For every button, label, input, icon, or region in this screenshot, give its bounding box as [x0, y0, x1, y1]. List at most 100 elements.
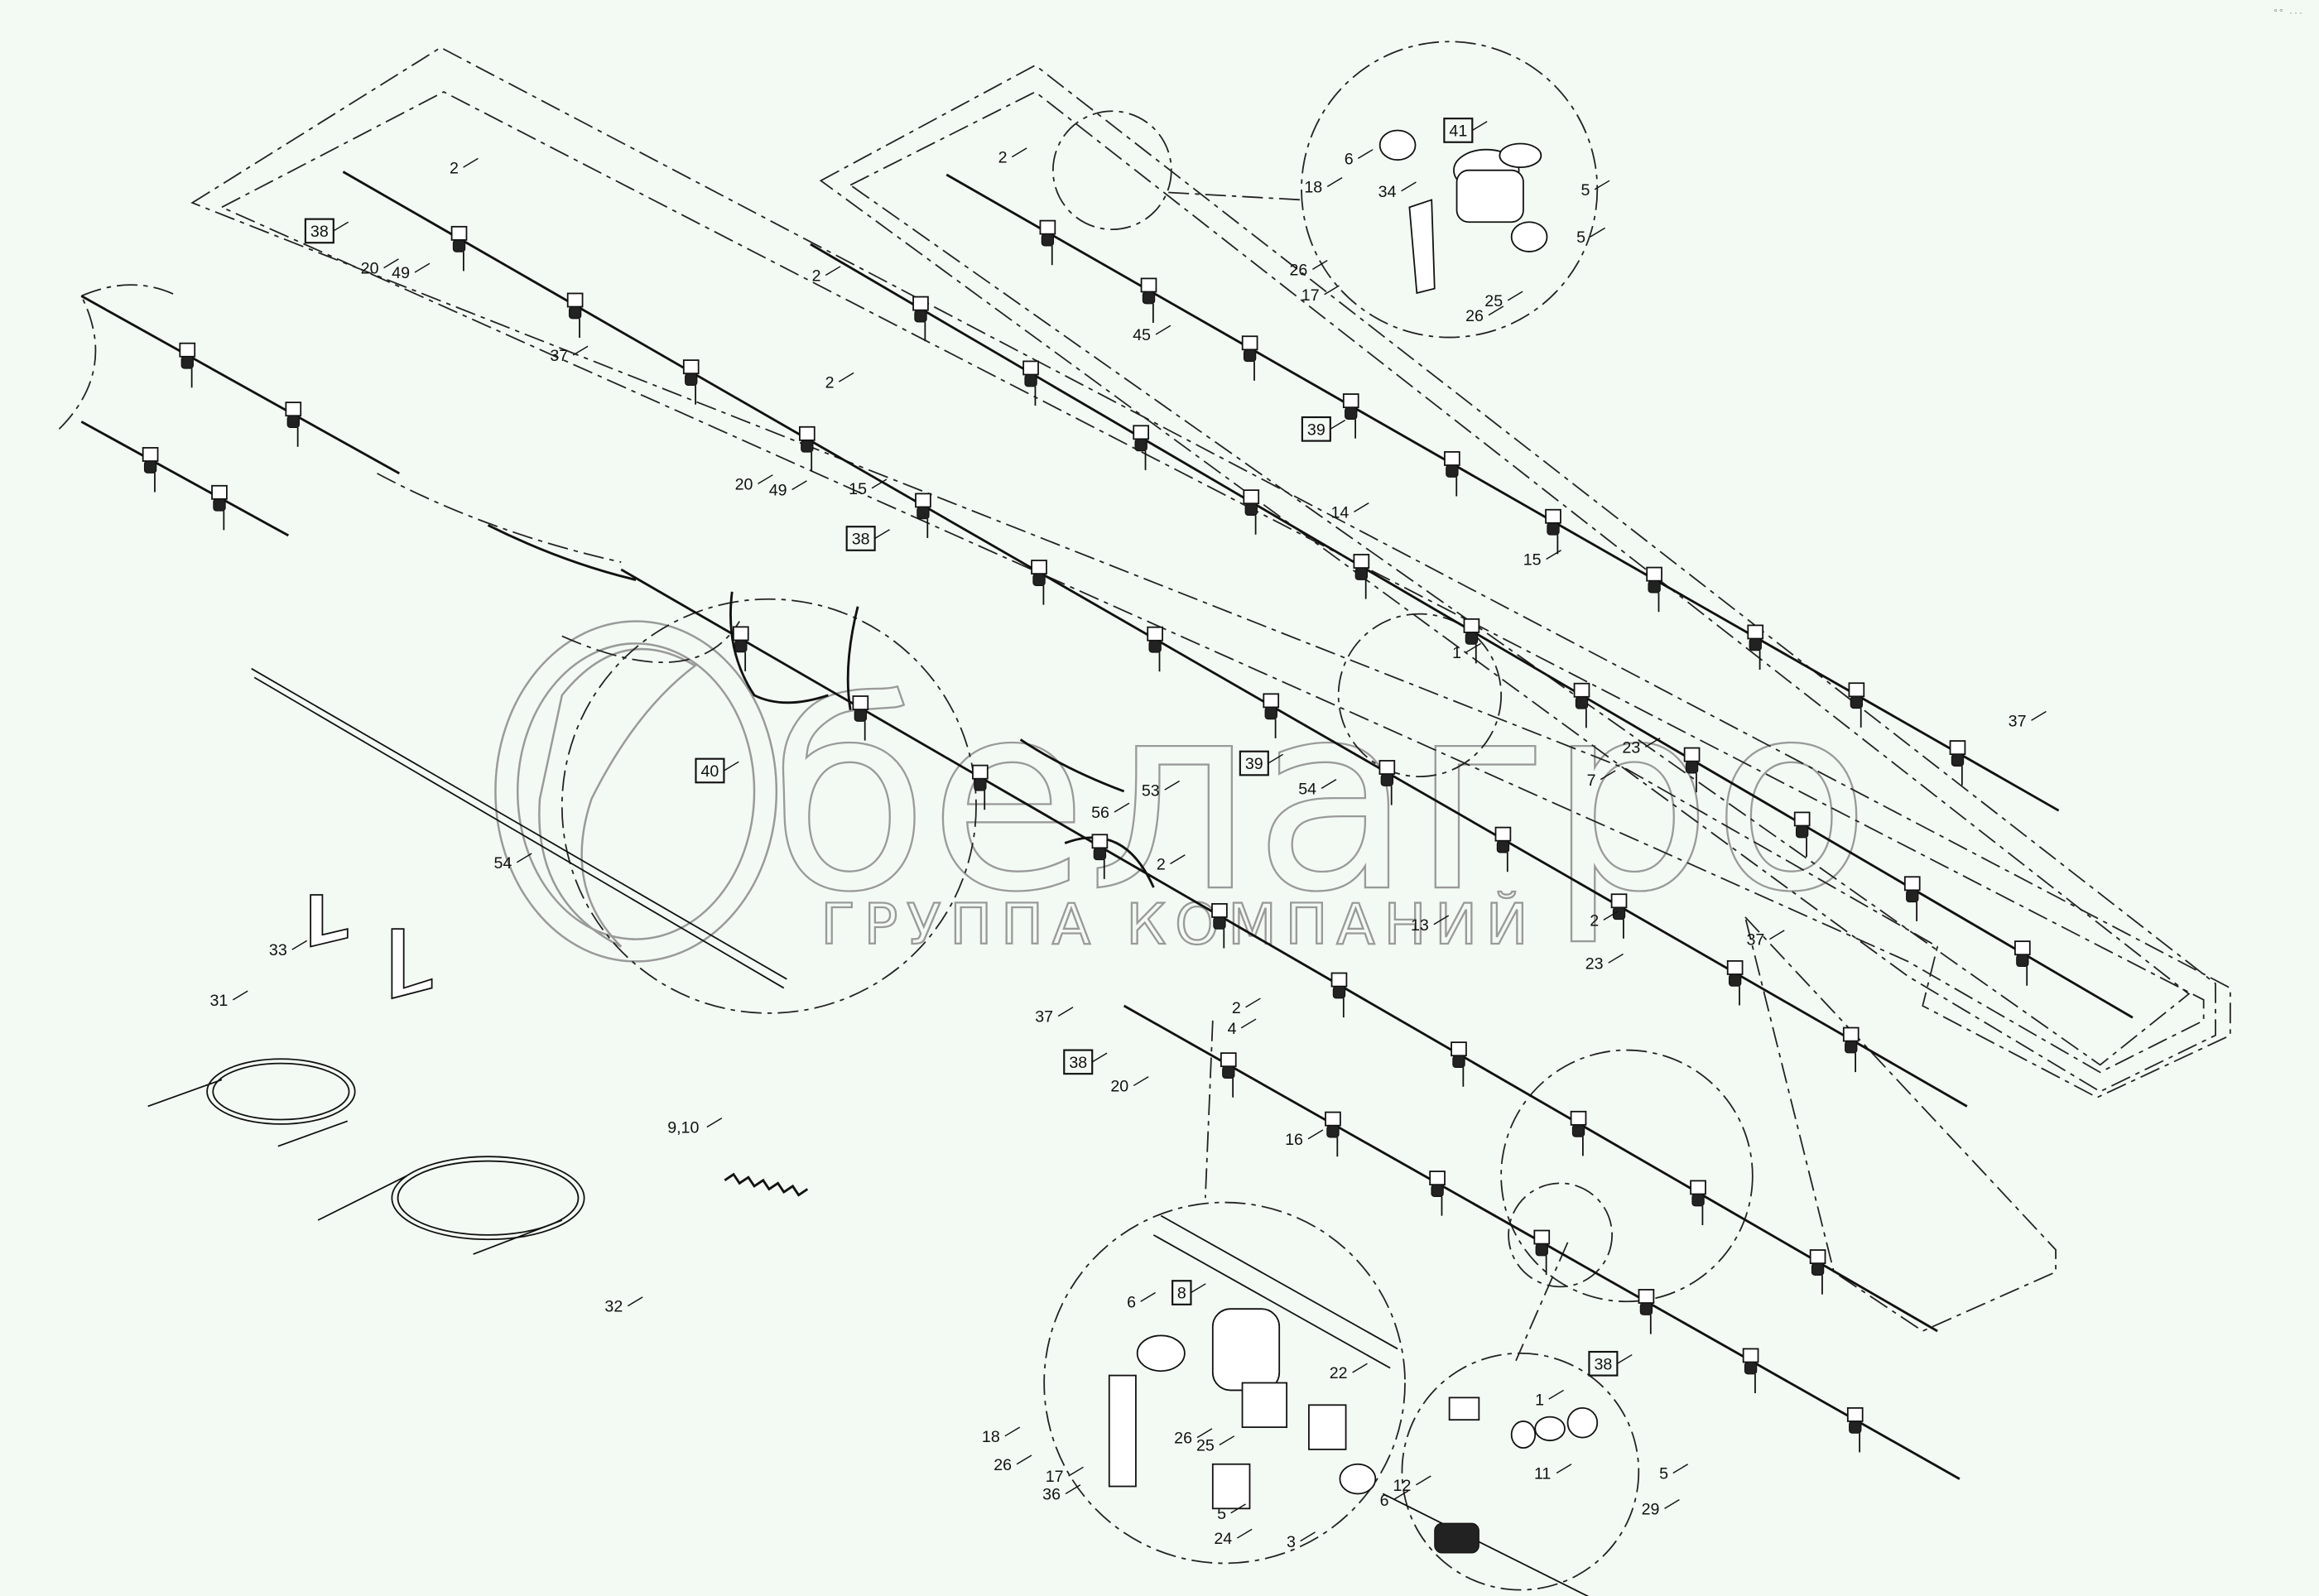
callout: 26: [994, 1454, 1032, 1474]
leader-line: [1590, 227, 1606, 238]
leader-line: [1240, 1018, 1257, 1029]
leader-line: [1644, 738, 1661, 748]
leader-line: [1140, 1291, 1156, 1302]
callout: 1: [1452, 642, 1481, 662]
nozzle-detail: [1434, 1396, 1599, 1554]
leader-line: [1330, 419, 1346, 430]
nozzle-body: [1342, 393, 1359, 439]
nozzle-body: [852, 695, 869, 741]
callout-number: 2: [450, 159, 459, 177]
callout: 37: [2009, 710, 2047, 730]
bracket-33b: [391, 928, 433, 1000]
nozzle-body: [1638, 1289, 1655, 1334]
callout-number: 18: [1304, 178, 1322, 196]
leader-line: [1465, 642, 1481, 653]
leader-line: [1004, 1426, 1021, 1437]
leader-line: [1196, 1428, 1213, 1439]
callout-number: 36: [1042, 1486, 1061, 1504]
leader-line: [791, 480, 807, 491]
callout: 5: [1659, 1464, 1689, 1483]
callout-number: 26: [1289, 262, 1307, 280]
callout-number: 6: [1345, 151, 1354, 169]
callout-number: 23: [1622, 739, 1640, 757]
leader-line: [1488, 305, 1504, 316]
leader-line: [1393, 1490, 1409, 1501]
callout: 20: [1110, 1076, 1149, 1096]
callout-box: 38: [1063, 1049, 1108, 1075]
callout-number: 5: [1659, 1465, 1668, 1483]
callout-number: 29: [1642, 1500, 1660, 1518]
valve-41: [1378, 129, 1548, 295]
hose-coil-31: [147, 1058, 356, 1147]
callout: 37: [1746, 930, 1785, 949]
callout-box: 40: [695, 757, 739, 784]
callout-number: 6: [1380, 1492, 1389, 1510]
callout-number: 22: [1330, 1364, 1348, 1382]
watermark-subtitle: ГРУППА КОМПАНИЙ: [820, 892, 1537, 958]
callout: 2: [1590, 911, 1619, 930]
nozzle-body: [1747, 624, 1764, 670]
callout-number: 39: [1307, 421, 1325, 439]
leader-line: [1352, 1363, 1368, 1373]
callout-frame: [1443, 118, 1474, 143]
callout-number: 2: [1590, 912, 1599, 930]
callout: 18: [982, 1426, 1021, 1446]
callout: 23: [1585, 953, 1624, 973]
leader-line: [1091, 1052, 1108, 1063]
callout-number: 9,10: [667, 1119, 699, 1137]
callout: 49: [392, 262, 431, 282]
callout-number: 3: [1287, 1533, 1296, 1551]
leader-line: [1191, 1283, 1206, 1294]
callout-box: 39: [1239, 750, 1284, 776]
pipe-15-upper: [945, 173, 2060, 812]
callout-number: 20: [361, 260, 379, 278]
leader-line: [1354, 502, 1369, 512]
leader-line: [572, 345, 589, 356]
nozzle-body: [1610, 893, 1628, 939]
callout-box: 38: [304, 218, 349, 244]
leader-line: [1300, 1531, 1316, 1542]
leader-line: [1416, 1475, 1431, 1486]
nozzle-body: [1846, 1406, 1864, 1453]
callout: 5: [1576, 227, 1606, 247]
callout-number: 13: [1411, 916, 1429, 935]
leader-line: [1548, 1389, 1564, 1400]
pump-valve-8: [1108, 1308, 1377, 1510]
nozzle-body: [799, 425, 815, 472]
callout-number: 56: [1091, 804, 1109, 822]
rod-54: [251, 667, 787, 980]
leader-line: [758, 474, 773, 485]
leader-line: [1236, 1528, 1253, 1539]
callout: 12: [1393, 1475, 1431, 1495]
callout: 2: [825, 372, 854, 392]
leader-line: [1603, 911, 1619, 921]
hose-coil-32: [317, 1156, 585, 1255]
callout: 45: [1133, 324, 1172, 344]
leader-line: [1608, 953, 1624, 964]
nozzle-body: [1451, 1041, 1467, 1087]
callout-number: 24: [1214, 1530, 1232, 1548]
leader-line: [1170, 854, 1186, 865]
nozzle-body: [566, 292, 584, 339]
callout: 6: [1345, 149, 1374, 169]
nozzle-body: [1533, 1229, 1551, 1276]
callout: 13: [1411, 915, 1450, 935]
leader-line: [1245, 997, 1261, 1008]
leader-line: [1057, 1007, 1074, 1017]
leader-line: [1016, 1454, 1032, 1465]
callout-frame: [1301, 416, 1331, 442]
callout-frame: [845, 526, 876, 551]
callout-box: 38: [845, 526, 890, 551]
nozzle-body: [1726, 959, 1744, 1006]
callout-number: 5: [1581, 181, 1590, 200]
leader-line: [1600, 770, 1616, 781]
callout-number: 16: [1285, 1131, 1303, 1149]
callout: 15: [1523, 550, 1561, 570]
leader-line: [463, 157, 479, 168]
leader-line: [874, 529, 890, 540]
callout-number: 37: [550, 347, 568, 365]
callout-number: 20: [1110, 1078, 1128, 1096]
leader-line: [1155, 324, 1172, 335]
